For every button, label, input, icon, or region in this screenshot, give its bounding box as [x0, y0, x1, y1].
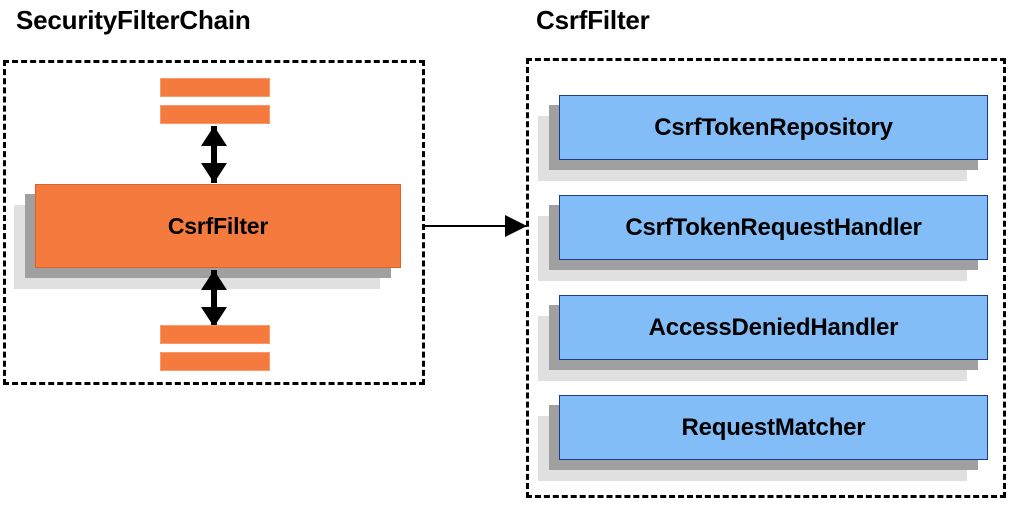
arrow-shaft: [211, 126, 217, 183]
arrow-shaft: [424, 225, 527, 227]
panel-csrf-filter: [526, 58, 1006, 498]
box-csrf-token-repository[interactable]: CsrfTokenRepository: [538, 95, 988, 181]
box-face: CsrfTokenRepository: [559, 95, 988, 160]
arrow-head-down-icon: [201, 163, 227, 183]
panel-title-csrf-filter: CsrfFilter: [536, 5, 650, 35]
panel-title-security-filter-chain: SecurityFilterChain: [16, 5, 251, 35]
filter-bar-top-1: [160, 78, 270, 97]
box-face: CsrfFilter: [35, 184, 401, 268]
box-access-denied-handler[interactable]: AccessDeniedHandler: [538, 295, 988, 381]
box-label: RequestMatcher: [681, 413, 866, 441]
expand-arrow: [424, 215, 527, 237]
arrow-shaft: [211, 270, 217, 327]
box-label: CsrfFilter: [167, 212, 269, 239]
arrow-head-down-icon: [201, 307, 227, 327]
box-face: CsrfTokenRequestHandler: [559, 195, 988, 260]
filter-bar-bottom-2: [160, 352, 270, 371]
filter-bar-bottom-1: [160, 325, 270, 344]
connector-arrow-top: [201, 126, 227, 183]
box-request-matcher[interactable]: RequestMatcher: [538, 395, 988, 481]
box-face: AccessDeniedHandler: [559, 295, 988, 360]
box-label: AccessDeniedHandler: [648, 313, 899, 341]
panel-security-filter-chain: [3, 60, 425, 385]
box-label: CsrfTokenRepository: [654, 113, 893, 141]
box-csrf-token-request-handler[interactable]: CsrfTokenRequestHandler: [538, 195, 988, 281]
box-label: CsrfTokenRequestHandler: [625, 213, 922, 241]
connector-arrow-bottom: [201, 270, 227, 327]
arrow-head-up-icon: [201, 270, 227, 290]
filter-bar-top-2: [160, 105, 270, 124]
box-face: RequestMatcher: [559, 395, 988, 460]
arrow-head-right-icon: [505, 215, 527, 237]
arrow-head-up-icon: [201, 126, 227, 146]
box-csrf-filter-highlight[interactable]: CsrfFilter: [14, 184, 401, 289]
